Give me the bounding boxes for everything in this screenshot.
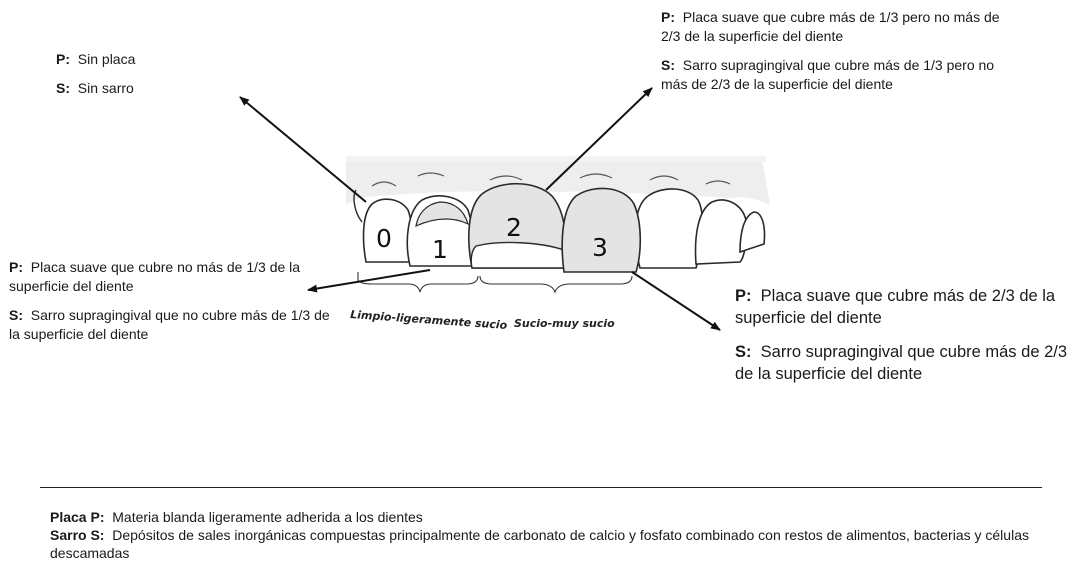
background-teeth [634,188,766,269]
plaque-line: P: Placa suave que cubre no más de 1/3 d… [9,259,301,294]
tooth-2-clean-part [470,241,567,269]
plaque-line: P: Placa suave que cubre más de 1/3 pero… [661,9,1000,44]
tooth-number-2: 2 [506,213,522,242]
annotation-score-2: P: Placa suave que cubre más de 1/3 pero… [661,8,1006,94]
plaque-line: P: Sin placa [56,51,136,67]
tooth-right-1 [634,188,704,269]
group-label-dirty: Sucio-muy sucio [514,317,615,330]
legend: Placa P: Materia blanda ligeramente adhe… [50,508,1040,562]
tooth-right-3 [739,211,766,254]
tooth-number-0: 0 [376,224,392,253]
calculus-line: S: Sarro supragingival que cubre más de … [735,343,1068,383]
plaque-line: P: Placa suave que cubre más de 2/3 de l… [735,287,1056,327]
gum-shape [346,158,770,205]
calculus-line: S: Sarro supragingival que cubre más de … [661,57,995,92]
annotation-score-1: P: Placa suave que cubre no más de 1/3 d… [9,258,339,344]
annotation-score-3: P: Placa suave que cubre más de 2/3 de l… [735,285,1070,385]
tooth-3 [561,187,642,273]
brace-right [479,275,633,294]
arrow-score-0 [239,96,367,203]
calculus-line: S: Sarro supragingival que no cubre más … [9,307,330,342]
legend-placa: Placa P: Materia blanda ligeramente adhe… [50,509,423,525]
arrow-score-2 [545,87,653,191]
leader-arrows [239,87,721,331]
arrow-score-3 [631,271,721,331]
brace-left [357,272,479,293]
tooth-1-plaque [415,201,469,228]
legend-sarro: Sarro S: Depósitos de sales inorgánicas … [50,527,1029,561]
tooth-number-3: 3 [592,233,608,262]
group-label-clean: Limpio-ligeramente sucio [350,308,508,332]
arrow-score-1 [307,269,431,293]
calculus-line: S: Sin sarro [56,80,134,96]
gum-scallops [371,172,731,187]
teeth-diagram: 0 1 2 3 Limpio-ligeramente sucio Sucio-m… [239,87,770,332]
tooth-right-2 [694,199,748,265]
gum-top-edge [346,156,766,162]
footer-divider [40,487,1042,488]
annotation-score-0: P: Sin placa S: Sin sarro [56,50,256,98]
tooth-number-1: 1 [432,235,448,264]
